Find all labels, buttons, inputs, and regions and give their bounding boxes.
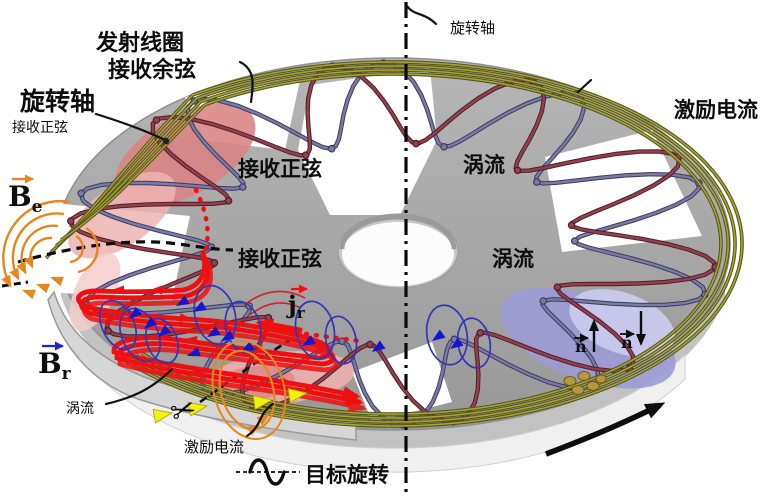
label-eddy-current-right1: 涡流 xyxy=(463,153,505,177)
svg-text:jr: jr xyxy=(286,290,306,322)
leader-dot xyxy=(162,137,170,145)
svg-text:Be: Be xyxy=(8,180,43,217)
excitation-field-arcs xyxy=(1,200,99,288)
label-transmit-coil-line1: 发射线圈 xyxy=(95,30,184,56)
excitation-current-loop xyxy=(211,339,287,441)
coil-terminals xyxy=(563,371,607,395)
label-receive-sine-mid1: 接收正弦 xyxy=(238,157,322,181)
rotation-direction-arrow xyxy=(545,402,666,457)
leader-lines xyxy=(94,4,593,438)
flux-return-dashed-line xyxy=(17,240,234,264)
label-rotation-axis-top: 旋转轴 xyxy=(450,19,495,37)
eddy-dotted-in xyxy=(193,187,210,255)
label-transmit-coil-line2: 接收余弦 xyxy=(108,57,196,83)
leader-rotation-axis xyxy=(405,4,438,26)
label-eddy-current-right2: 涡流 xyxy=(492,247,534,271)
leader-transmit-coil xyxy=(238,60,254,104)
sine-wave-icon xyxy=(248,458,286,486)
cutout-top xyxy=(298,68,437,215)
labels: 发射线圈 接收余弦 旋转轴 接收正弦 旋转轴 激励电流 接收正弦 涡流 接收正弦… xyxy=(12,19,758,487)
label-Br: Br xyxy=(38,341,72,384)
svg-text:n: n xyxy=(621,333,633,352)
label-receive-sine-small: 接收正弦 xyxy=(12,119,68,136)
stator-edge-band xyxy=(100,353,686,473)
label-n1: n xyxy=(574,333,589,356)
vector-labels: Be Br jr n n xyxy=(8,174,635,384)
label-excitation-current-bottom: 激励电流 xyxy=(184,438,244,456)
reaction-field-loops xyxy=(98,284,492,369)
leader-eddy-small xyxy=(104,367,174,406)
svg-text:n: n xyxy=(575,337,587,356)
leader-excitation-right xyxy=(576,78,593,94)
label-receive-sine-mid2: 接收正弦 xyxy=(238,247,322,271)
target-rotation-legend xyxy=(236,458,300,486)
label-jr: jr xyxy=(286,284,308,322)
coil-cut-dashed-line xyxy=(199,334,297,404)
cutout-bottom xyxy=(352,342,452,422)
label-rotation-axis-left: 旋转轴 xyxy=(20,87,95,116)
excitation-coil xyxy=(44,60,744,428)
center-hole xyxy=(337,213,459,289)
label-Be: Be xyxy=(8,174,43,217)
normal-vectors xyxy=(589,311,646,352)
label-target-rotation: 目标旋转 xyxy=(305,463,389,487)
svg-text:Br: Br xyxy=(38,347,72,384)
leader-excitation-bottom xyxy=(245,402,275,438)
label-n2: n xyxy=(620,329,635,352)
eddy-serpentine xyxy=(76,250,361,400)
leader-receive-sine xyxy=(94,112,165,141)
label-excitation-current-right: 激励电流 xyxy=(674,98,758,122)
label-eddy-current-small: 涡流 xyxy=(66,401,94,417)
flux-dashed-stub xyxy=(1,280,29,288)
eddy-dotted-out xyxy=(303,331,363,344)
